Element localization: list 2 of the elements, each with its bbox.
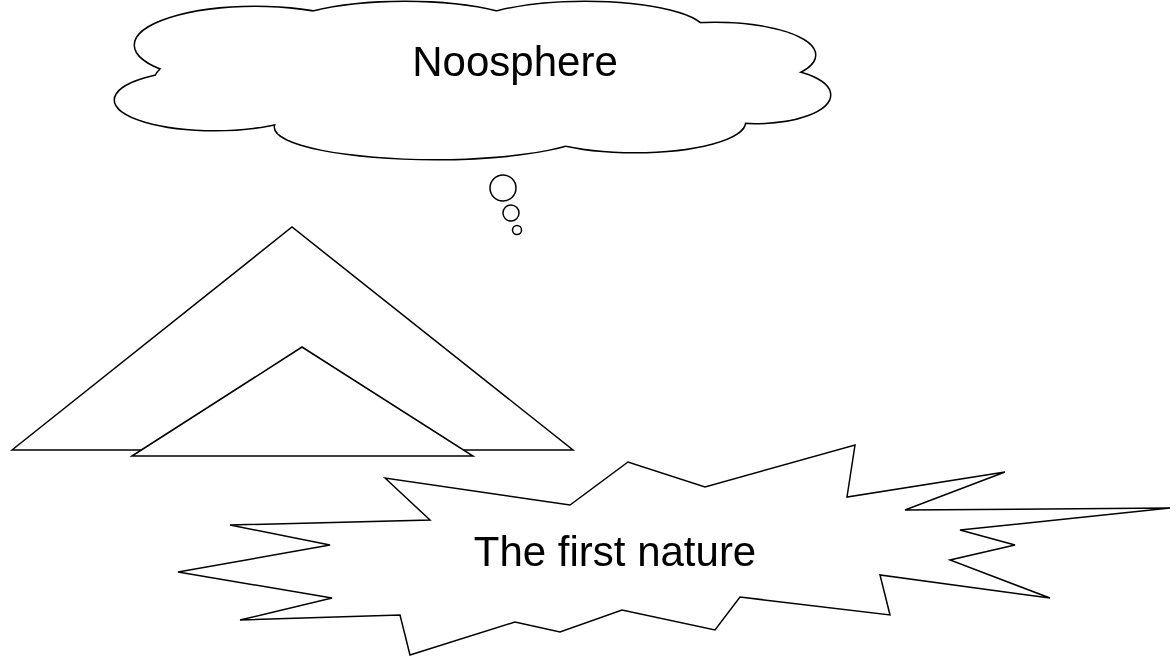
node-label: The first nature xyxy=(473,528,757,576)
node-label: Noosphere xyxy=(412,38,618,86)
